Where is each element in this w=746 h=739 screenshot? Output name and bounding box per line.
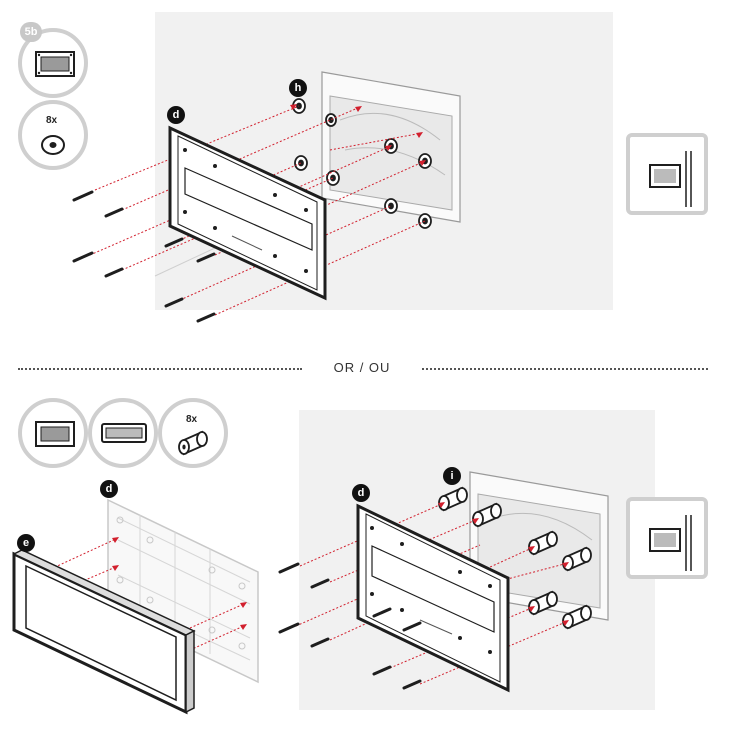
bottom-arrow-heads <box>438 502 569 626</box>
separator-dots-left <box>18 368 302 370</box>
spacer-label-h: h <box>289 79 307 97</box>
wall-panel-icon <box>649 515 692 571</box>
standoff-label-i: i <box>443 467 461 485</box>
standoff-quantity: 8x <box>186 414 198 425</box>
separator-dots-right <box>422 368 708 370</box>
grille-frame-icon <box>101 423 147 443</box>
screws-bottom <box>278 562 422 690</box>
spacer-washer-icon <box>41 135 65 155</box>
wall-panel-icon <box>649 151 692 207</box>
wall-position-indicator-bottom <box>626 497 708 579</box>
frame-label-d-bottom: d <box>352 484 370 502</box>
mounting-frame-bottom <box>356 503 510 693</box>
standoff-icon <box>178 430 208 456</box>
frame-label-d-bottom-left: d <box>100 480 118 498</box>
arrow-heads <box>290 104 426 166</box>
separator-text: OR / OU <box>333 360 391 375</box>
grille <box>12 549 196 715</box>
frame-label-d-top: d <box>167 106 185 124</box>
mounting-frame <box>168 125 327 301</box>
assembly-arrows <box>89 105 426 316</box>
part-circle-mounting-frame-b <box>18 398 88 468</box>
standoffs-on-wall <box>438 486 592 630</box>
step-badge: 5b <box>20 22 42 42</box>
mounting-frame-thumbnail-icon <box>35 51 75 77</box>
alternative-separator: OR / OU <box>0 358 746 378</box>
part-circle-grille-frame <box>88 398 158 468</box>
mounting-frame-thumbnail-icon <box>35 421 75 447</box>
grille-arrow-heads <box>112 537 247 630</box>
spacer-quantity: 8x <box>46 115 58 126</box>
screws-top <box>72 190 216 323</box>
wall-position-indicator-top <box>626 133 708 215</box>
part-circle-standoff <box>158 398 228 468</box>
part-circle-spacer <box>18 100 88 170</box>
spacers-on-wall <box>292 98 432 229</box>
grille-label-e: e <box>17 534 35 552</box>
